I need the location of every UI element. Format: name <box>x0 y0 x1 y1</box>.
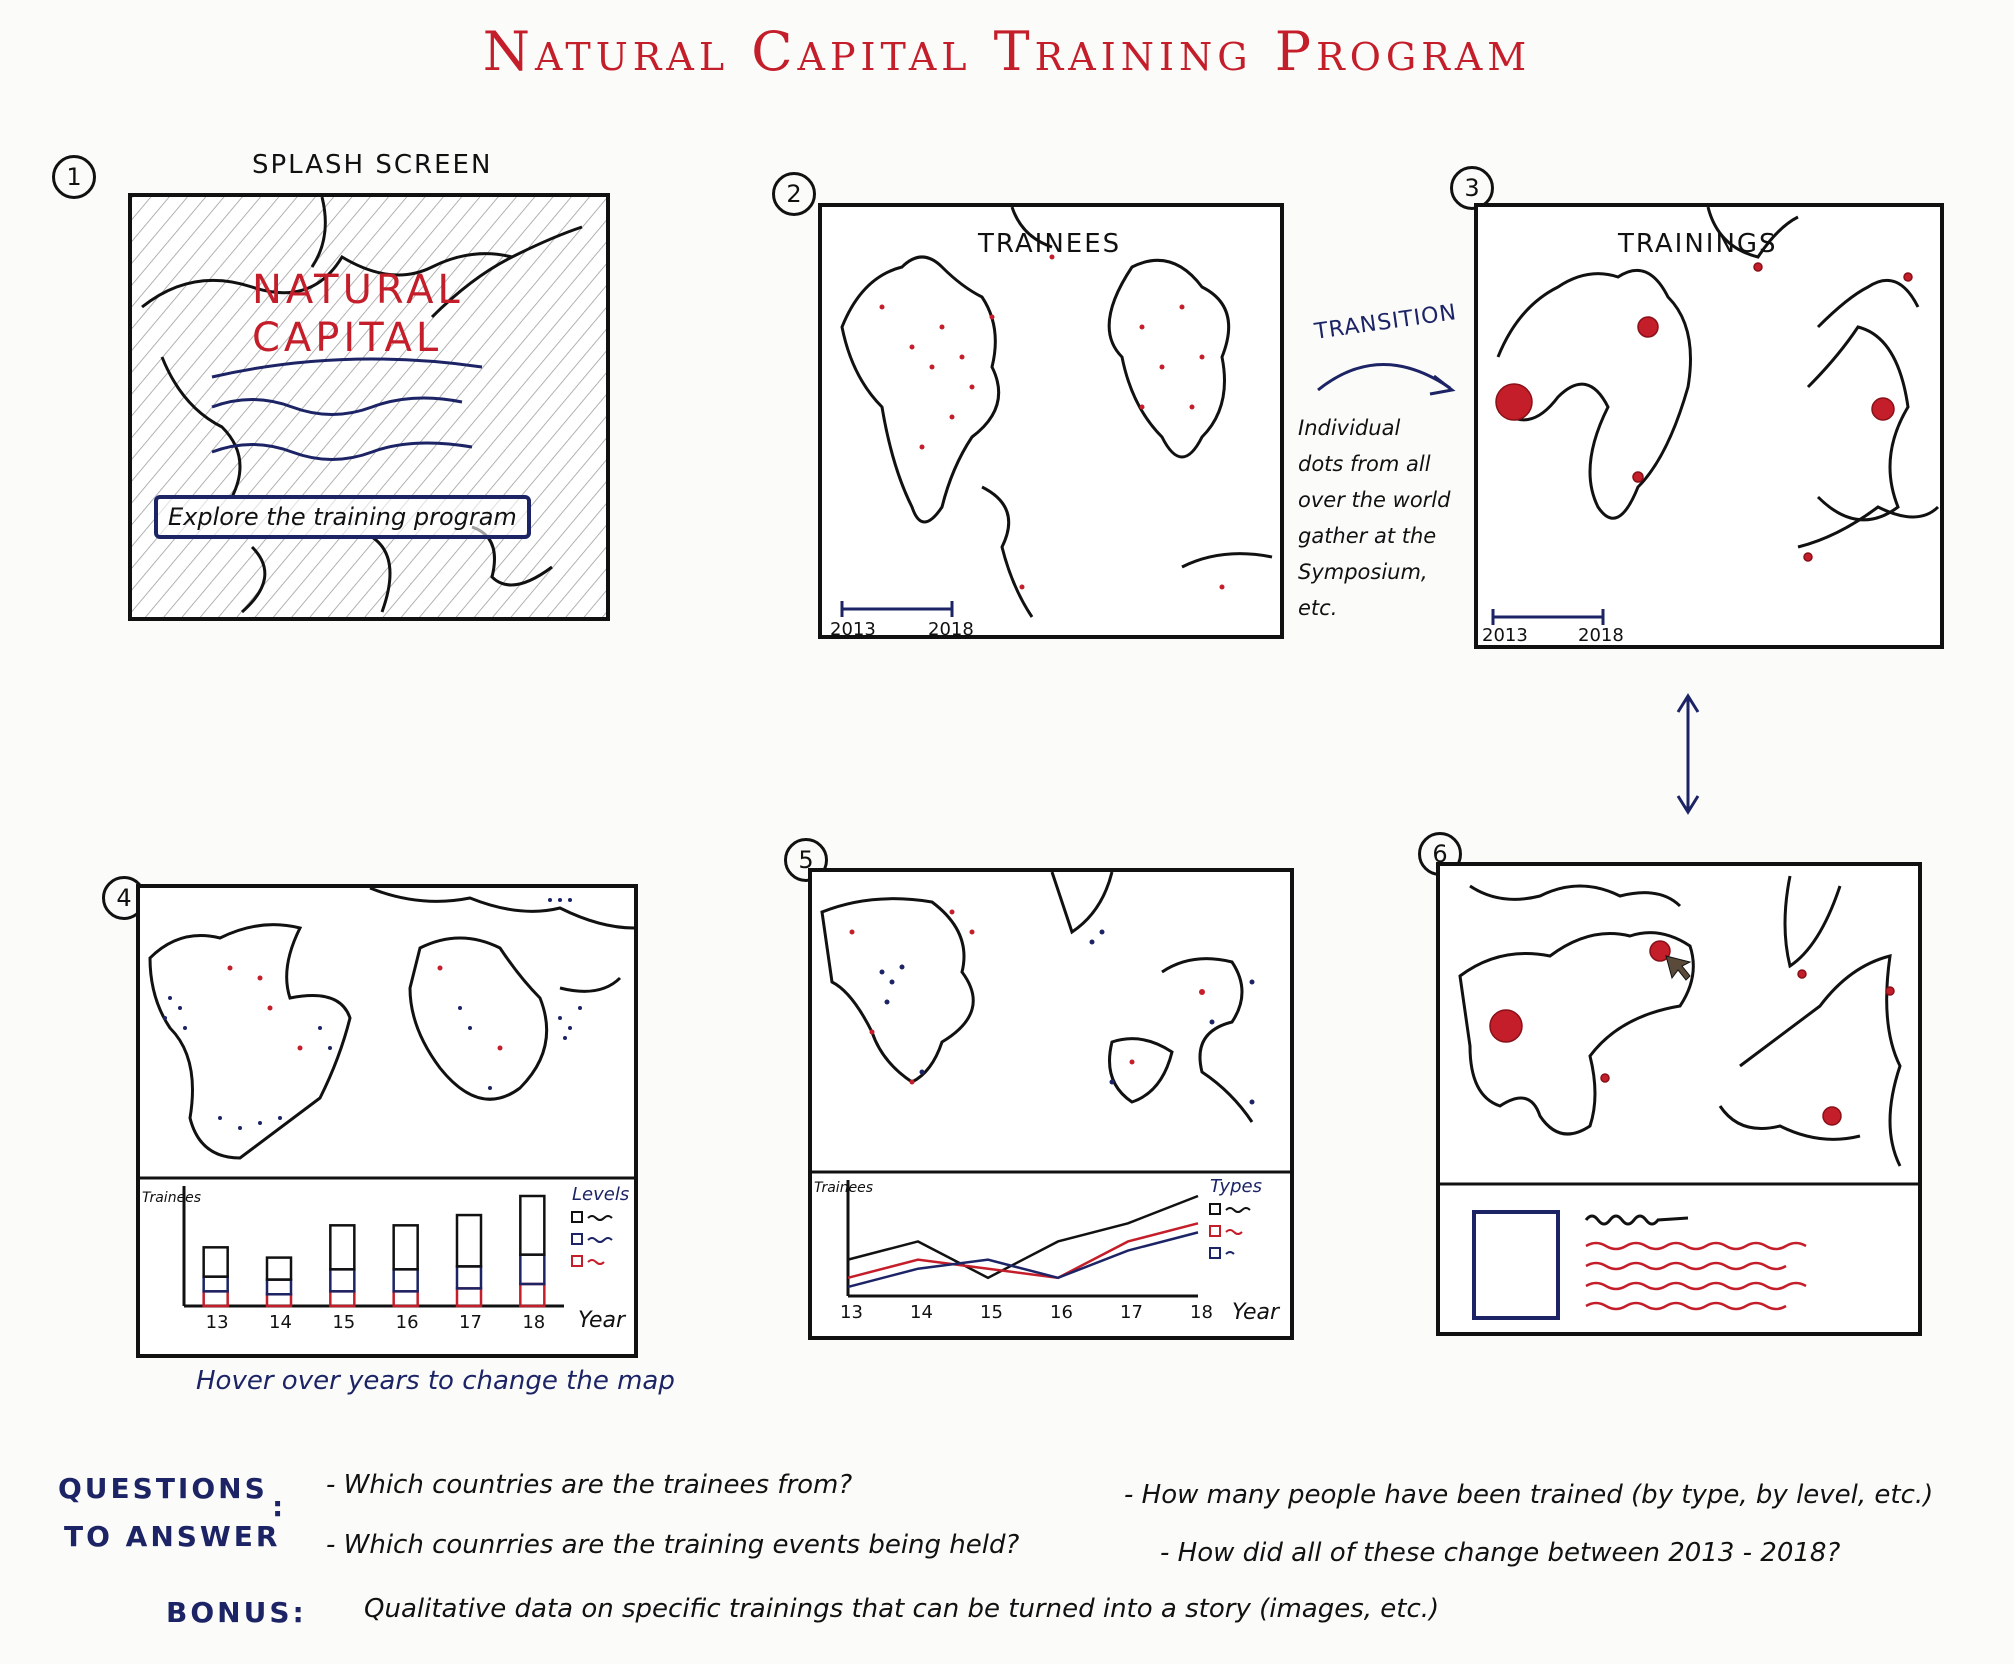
cursor-icon <box>1665 955 1692 981</box>
bar-segment <box>392 1224 419 1271</box>
bar-segment <box>265 1293 293 1308</box>
image-placeholder <box>1472 1210 1560 1320</box>
question-item: - How did all of these change between 20… <box>1160 1538 1841 1568</box>
panel-2-number: 2 <box>772 172 816 216</box>
tick-label: 18 <box>522 1312 545 1333</box>
page-title: Natural Capital Training Program <box>482 20 1532 83</box>
trainings-scale-start: 2013 <box>1482 625 1528 645</box>
series-line <box>847 1222 1199 1280</box>
levels-legend <box>571 1211 613 1267</box>
types-legend-title: Types <box>1210 1176 1262 1197</box>
trainings-scale-end: 2018 <box>1578 625 1624 645</box>
bar-segment <box>202 1290 229 1308</box>
types-line-chart: 13 14 15 16 17 18 <box>840 1180 1213 1323</box>
questions-heading-line2: TO ANSWER <box>64 1520 281 1553</box>
bar-segment <box>455 1265 483 1290</box>
types-world-map: 13 14 15 16 17 18 <box>812 872 1290 1323</box>
series-line <box>847 1194 1199 1280</box>
trainings-world-map: 2013 2018 <box>1482 207 1940 645</box>
tick-label: 16 <box>1050 1302 1073 1323</box>
bar-segment <box>265 1278 293 1296</box>
panel-2-title: TRAINEES <box>978 229 1122 259</box>
splash-title-line2: CAPITAL <box>252 315 443 361</box>
levels-world-map: 13 14 15 16 17 18 <box>140 888 634 1333</box>
bar-segment <box>455 1213 483 1268</box>
types-legend-swatch <box>1209 1225 1221 1237</box>
transition-note: Individual dots from all over the world … <box>1298 410 1458 626</box>
bar-segment <box>519 1282 546 1308</box>
levels-bar-chart: 13 14 15 16 17 18 <box>182 1186 564 1333</box>
explore-program-button[interactable]: Explore the training program <box>154 495 531 539</box>
trainees-scale-start: 2013 <box>830 619 876 635</box>
splash-screen-panel: NATURAL CAPITAL Explore the training pro… <box>128 193 610 621</box>
transition-arrow-icon <box>1317 363 1456 396</box>
levels-map-panel: 13 14 15 16 17 18 Trainees Year Levels <box>136 884 638 1358</box>
levels-chart-xlabel: Year <box>578 1308 626 1333</box>
bar-segment <box>392 1290 419 1308</box>
questions-heading-line1: QUESTIONS <box>58 1472 268 1505</box>
story-text-placeholder <box>1585 1241 1807 1311</box>
splash-title-line1: NATURAL <box>252 267 464 313</box>
panel-5-number: 5 <box>784 838 828 882</box>
bonus-label: BONUS: <box>166 1596 307 1629</box>
bar-segment <box>202 1275 229 1293</box>
training-detail-map <box>1440 875 1918 1320</box>
types-map-panel: 13 14 15 16 17 18 Trainees Year Types <box>808 868 1294 1340</box>
splash-map-background <box>132 197 606 617</box>
levels-legend-swatch <box>571 1233 583 1245</box>
tick-label: 14 <box>910 1302 933 1323</box>
trainees-scale-end: 2018 <box>928 619 974 635</box>
question-item: - Which countries are the trainees from? <box>326 1470 853 1500</box>
types-chart-ylabel: Trainees <box>814 1180 874 1196</box>
types-legend-swatch <box>1209 1247 1221 1259</box>
bar-segment <box>519 1253 546 1286</box>
transition-note-line: gather at the <box>1298 524 1437 548</box>
tick-label: 18 <box>1190 1302 1213 1323</box>
tick-label: 13 <box>206 1312 229 1333</box>
transition-note-line: dots from all <box>1298 452 1431 476</box>
transition-note-line: over the world <box>1298 488 1451 512</box>
bar-segment <box>202 1246 229 1278</box>
levels-legend-swatch <box>571 1255 583 1267</box>
bar-segment <box>519 1194 546 1256</box>
levels-legend-swatch <box>571 1211 583 1223</box>
transition-note-line: Symposium, etc. <box>1298 560 1428 620</box>
hover-instruction-caption: Hover over years to change the map <box>196 1366 675 1396</box>
trainings-map-panel: TRAININGS 2013 2018 <box>1474 203 1944 649</box>
panel-3-number: 3 <box>1450 166 1494 210</box>
bar-segment <box>329 1290 356 1308</box>
question-item: - How many people have been trained (by … <box>1124 1480 1934 1510</box>
panel-1-number: 1 <box>52 155 96 199</box>
levels-chart-ylabel: Trainees <box>142 1190 202 1206</box>
question-item: - Which counrries are the training event… <box>326 1530 1020 1560</box>
tick-label: 15 <box>332 1312 355 1333</box>
types-legend <box>1209 1203 1251 1259</box>
bar-segment <box>455 1287 483 1308</box>
series-line <box>847 1231 1199 1289</box>
bar-segment <box>392 1268 419 1293</box>
tick-label: 17 <box>1120 1302 1143 1323</box>
tick-label: 16 <box>396 1312 419 1333</box>
bar-segment <box>265 1256 293 1281</box>
panel-1-title: SPLASH SCREEN <box>252 150 493 180</box>
training-detail-panel <box>1436 862 1922 1336</box>
types-legend-swatch <box>1209 1203 1221 1215</box>
link-arrow-icon <box>1676 693 1700 815</box>
bonus-text: Qualitative data on specific trainings t… <box>364 1594 1440 1624</box>
tick-label: 17 <box>459 1312 482 1333</box>
transition-label: TRANSITION <box>1312 300 1459 345</box>
types-chart-xlabel: Year <box>1232 1300 1280 1325</box>
trainees-world-map: 2013 2018 <box>830 207 1273 635</box>
story-heading-placeholder <box>1584 1214 1689 1226</box>
transition-note-line: Individual <box>1298 416 1401 440</box>
trainees-map-panel: TRAINEES 2013 2018 <box>818 203 1284 639</box>
questions-colon: : <box>272 1490 287 1523</box>
bar-segment <box>329 1224 356 1271</box>
levels-legend-title: Levels <box>572 1184 630 1205</box>
tick-label: 15 <box>980 1302 1003 1323</box>
tick-label: 13 <box>840 1302 863 1323</box>
tick-label: 14 <box>269 1312 292 1333</box>
panel-3-title: TRAININGS <box>1618 229 1778 259</box>
bar-segment <box>329 1268 356 1293</box>
